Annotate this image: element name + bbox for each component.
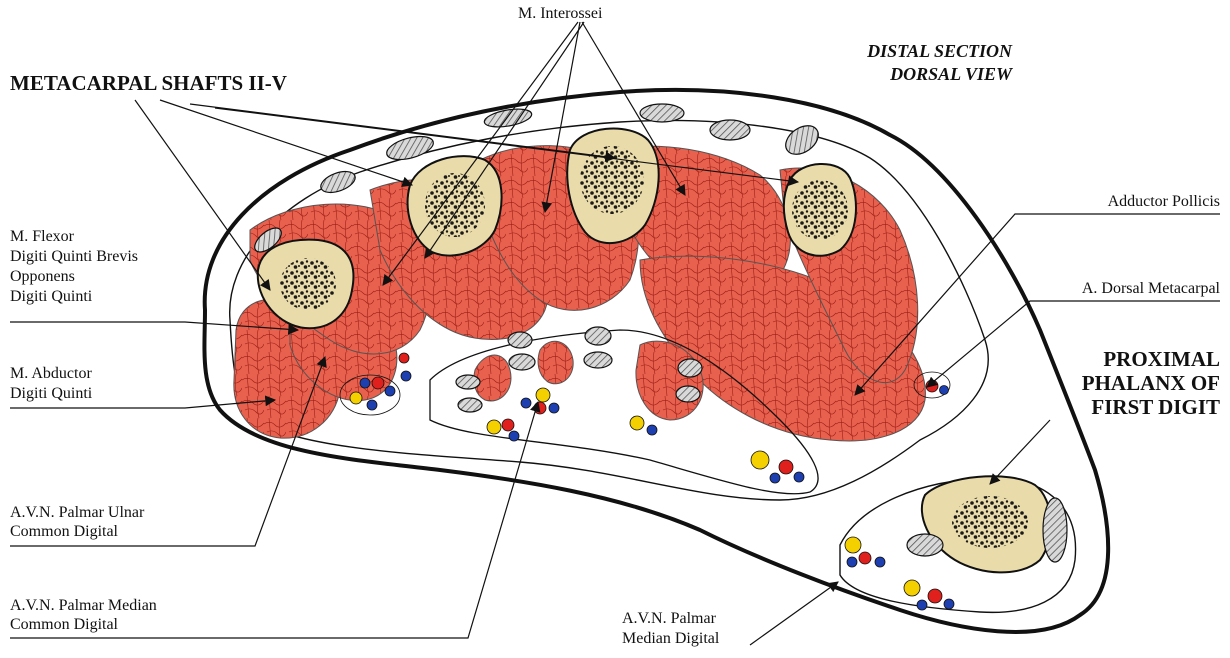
vein-blue [917,600,927,610]
flexor-label-line2: Digiti Quinti Brevis [10,247,138,266]
vein-blue [549,403,559,413]
dorsal-metacarpal-label: A. Dorsal Metacarpal [1082,279,1220,298]
flexor-label-line1: M. Flexor [10,227,74,246]
vein-blue [940,386,949,395]
vein-blue [401,371,411,381]
view-label-line2: DORSAL VIEW [890,63,1012,85]
flexor-label-line3: Opponens [10,267,75,286]
artery-red [502,419,514,431]
tendon [508,332,532,348]
metacarpal-v-marrow [280,258,336,310]
metacarpal-iii-marrow [580,146,644,214]
nerve-yellow [751,451,769,469]
tendon [456,375,480,389]
phalanx-label-line2: PHALANX OF [1082,372,1220,395]
nerve-yellow [630,416,644,430]
lumbrical-muscle-2 [538,341,573,383]
phalanx-label-line3: FIRST DIGIT [1091,396,1220,419]
tendon [676,386,700,402]
vein-blue [509,431,519,441]
flexor-label-line4: Digiti Quinti [10,287,92,306]
vein-blue [385,386,395,396]
nerve-yellow [350,392,362,404]
metacarpal-ii-marrow [792,180,848,240]
vein-blue [794,472,804,482]
tendon [678,359,702,377]
metacarpal-shafts-label: METACARPAL SHAFTS II-V [10,72,287,95]
median-digital-label-line2: Median Digital [622,629,719,648]
proximal-phalanx-marrow [952,496,1028,548]
adductor-pollicis-label: Adductor Pollicis [1108,192,1220,211]
vein-blue [875,557,885,567]
abductor-label-line2: Digiti Quinti [10,384,92,403]
ulnar-common-digital-label-line2: Common Digital [10,522,118,541]
abductor-label-line1: M. Abductor [10,364,92,383]
median-common-digital-label-line1: A.V.N. Palmar Median [10,596,157,615]
artery-red [779,460,793,474]
vein-blue [847,557,857,567]
view-label-line1: DISTAL SECTION [867,40,1012,62]
tendon [585,327,611,345]
nerve-yellow [536,388,550,402]
nerve-yellow [845,537,861,553]
interossei-label: M. Interossei [518,4,602,23]
nerve-yellow [904,580,920,596]
median-digital-label-line1: A.V.N. Palmar [622,609,716,628]
vein-blue [367,400,377,410]
artery-red [372,377,384,389]
tendon [640,104,684,122]
vein-blue [944,599,954,609]
ulnar-common-digital-label-line1: A.V.N. Palmar Ulnar [10,503,144,522]
nerve-yellow [487,420,501,434]
tendon [509,354,535,370]
vein-blue [360,378,370,388]
vein-blue [647,425,657,435]
artery-red [399,353,409,363]
vein-blue [521,398,531,408]
median-common-digital-label-line2: Common Digital [10,615,118,634]
artery-red [928,589,942,603]
tendon [584,352,612,368]
tendon [1043,498,1067,562]
phalanx-label-line1: PROXIMAL [1103,348,1220,371]
vein-blue [770,473,780,483]
tendon [458,398,482,412]
artery-red [859,552,871,564]
tendon [907,534,943,556]
tendon [710,120,750,140]
